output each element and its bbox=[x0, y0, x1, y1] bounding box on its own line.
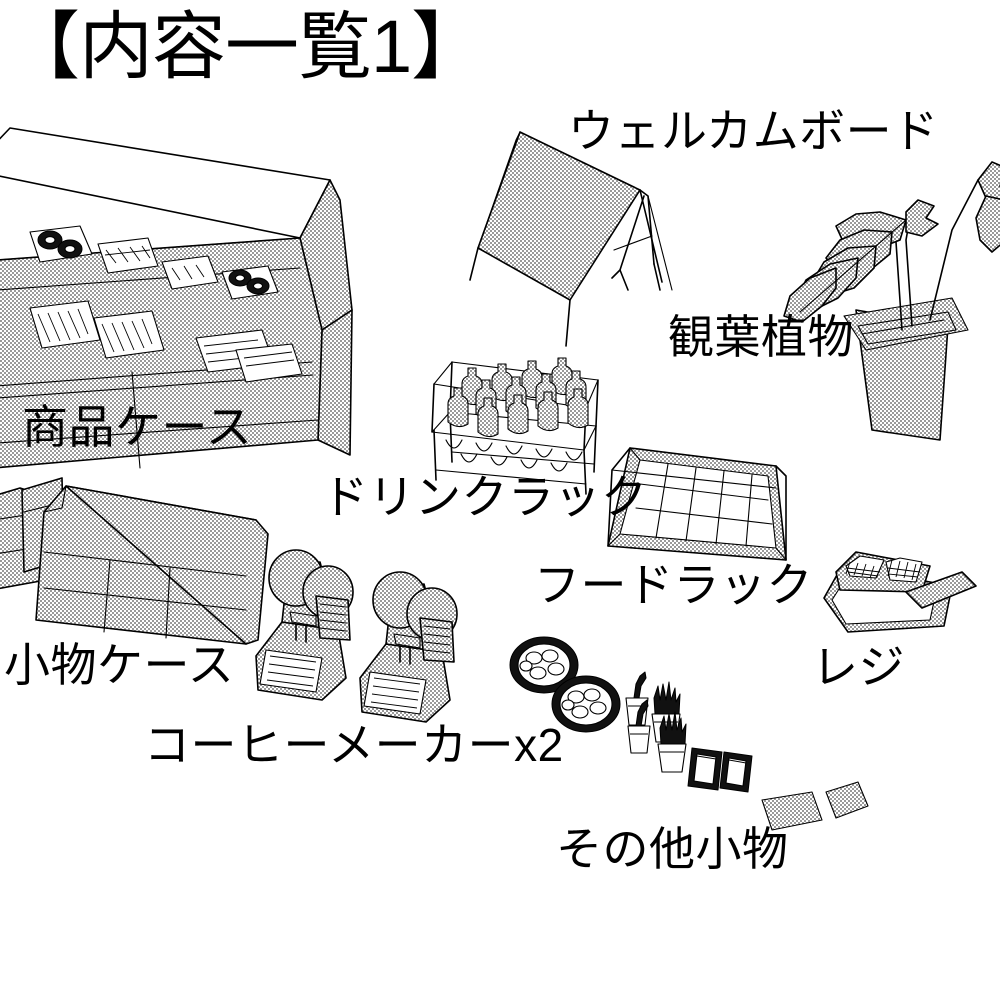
label-coffee-maker: コーヒーメーカーx2 bbox=[144, 719, 564, 771]
coffee-maker-illustration bbox=[255, 549, 458, 723]
tray bbox=[97, 237, 159, 274]
straw-holder bbox=[651, 681, 681, 743]
label-welcome-board: ウェルカムボード bbox=[568, 105, 939, 157]
coffee-maker bbox=[359, 571, 458, 723]
label-drink-rack: ドリンクラック bbox=[322, 471, 648, 523]
bottle-row bbox=[461, 357, 573, 406]
bottle-row bbox=[475, 370, 587, 420]
label-product-case: 商品ケース bbox=[22, 401, 253, 453]
basket bbox=[509, 636, 579, 694]
welcome-board-illustration bbox=[469, 131, 673, 347]
coffee-maker bbox=[255, 549, 354, 701]
label-foliage-plant: 観葉植物 bbox=[668, 311, 854, 363]
tray bbox=[195, 329, 275, 373]
bottle-row bbox=[447, 387, 589, 438]
napkin-holder bbox=[719, 751, 753, 793]
plant-illustration bbox=[783, 161, 1000, 441]
tray bbox=[235, 343, 303, 383]
label-other-goods: その他小物 bbox=[556, 823, 789, 875]
straw-holder bbox=[657, 711, 687, 773]
label-cash-register: レジ bbox=[812, 641, 905, 693]
tray bbox=[29, 225, 93, 263]
label-trinket-case: 小物ケース bbox=[4, 639, 235, 691]
label-food-rack: フードラック bbox=[534, 559, 813, 611]
leaf bbox=[975, 161, 1000, 253]
tray bbox=[825, 781, 869, 819]
utensil-cup bbox=[627, 699, 651, 754]
page-title: 【内容一覧1】 bbox=[6, 5, 485, 88]
register-illustration bbox=[823, 551, 977, 633]
tray bbox=[29, 300, 101, 349]
bottle-underside bbox=[445, 439, 583, 472]
leaf bbox=[783, 199, 939, 323]
trinket-case-illustration bbox=[0, 477, 269, 645]
utensil-cup bbox=[625, 671, 649, 726]
napkin-holder bbox=[687, 747, 723, 791]
tray bbox=[161, 255, 219, 290]
tray bbox=[221, 265, 279, 300]
tray bbox=[93, 310, 165, 359]
